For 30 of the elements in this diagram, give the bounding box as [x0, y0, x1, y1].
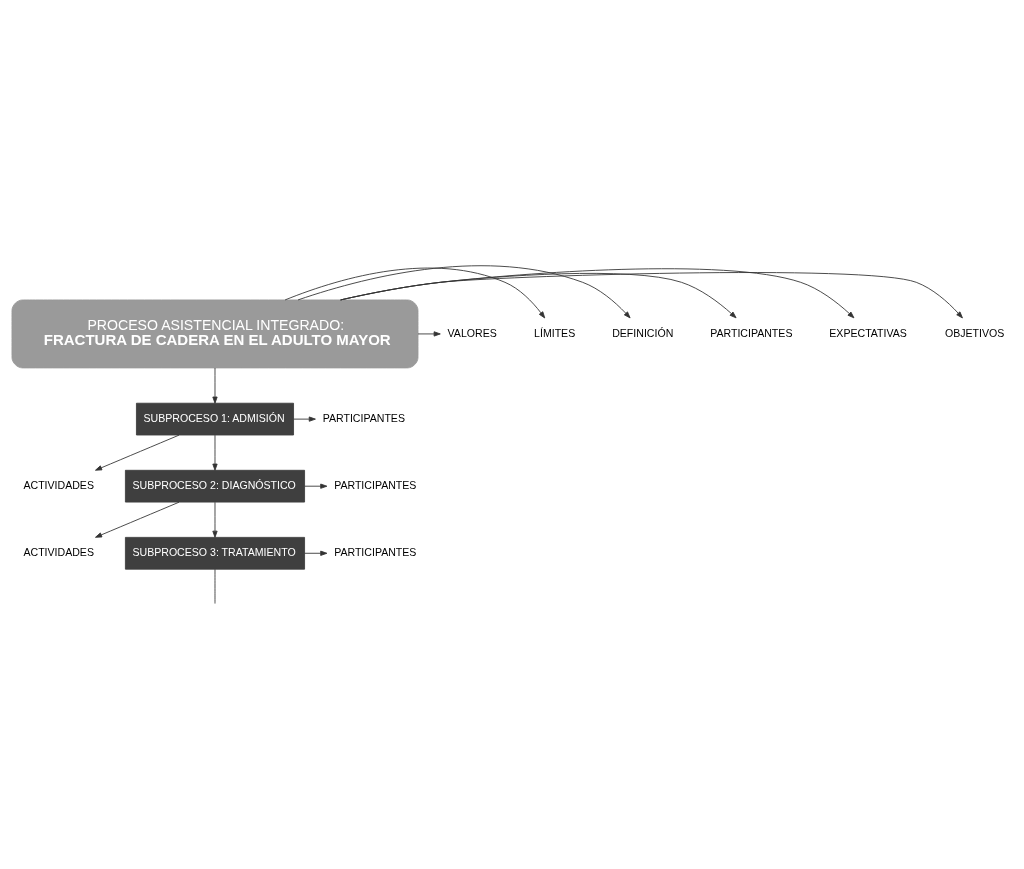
arrow — [212, 501, 218, 538]
arrow — [212, 434, 218, 471]
node-text: DEFINICIÓN — [612, 326, 674, 339]
arrow — [304, 483, 328, 489]
node-text: ACTIVIDADES — [23, 478, 94, 491]
node-text: VALORES — [447, 326, 497, 339]
node-box: SUBPROCESO 1: ADMISIÓN — [136, 402, 294, 435]
connector — [214, 568, 216, 604]
arrow — [304, 550, 328, 556]
node-text: EXPECTATIVAS — [829, 326, 907, 339]
node-text: ACTIVIDADES — [23, 545, 94, 558]
arrow — [417, 330, 441, 337]
arrow — [95, 501, 180, 538]
arrow — [284, 267, 546, 318]
node-box: PROCESO ASISTENCIAL INTEGRADO: FRACTURA DE CADERA EN EL ADULTO MAYOR — [11, 299, 419, 368]
node-box: SUBPROCESO 2: DIAGNÓSTICO — [124, 469, 305, 502]
node-text: OBJETIVOS — [944, 326, 1005, 339]
arrow — [340, 267, 855, 318]
arrow — [293, 416, 316, 422]
arrow — [297, 264, 631, 318]
arrow — [212, 367, 218, 404]
arrow — [95, 434, 180, 471]
node-text: PARTICIPANTES — [710, 326, 793, 339]
node-text: PARTICIPANTES — [322, 411, 405, 424]
arrow — [340, 271, 963, 318]
node-box: SUBPROCESO 3: TRATAMIENTO — [124, 536, 305, 570]
node-text: PARTICIPANTES — [334, 545, 417, 558]
node-text: LÍMITES — [534, 326, 576, 339]
arrow — [340, 272, 737, 318]
node-text: PARTICIPANTES — [334, 478, 417, 491]
